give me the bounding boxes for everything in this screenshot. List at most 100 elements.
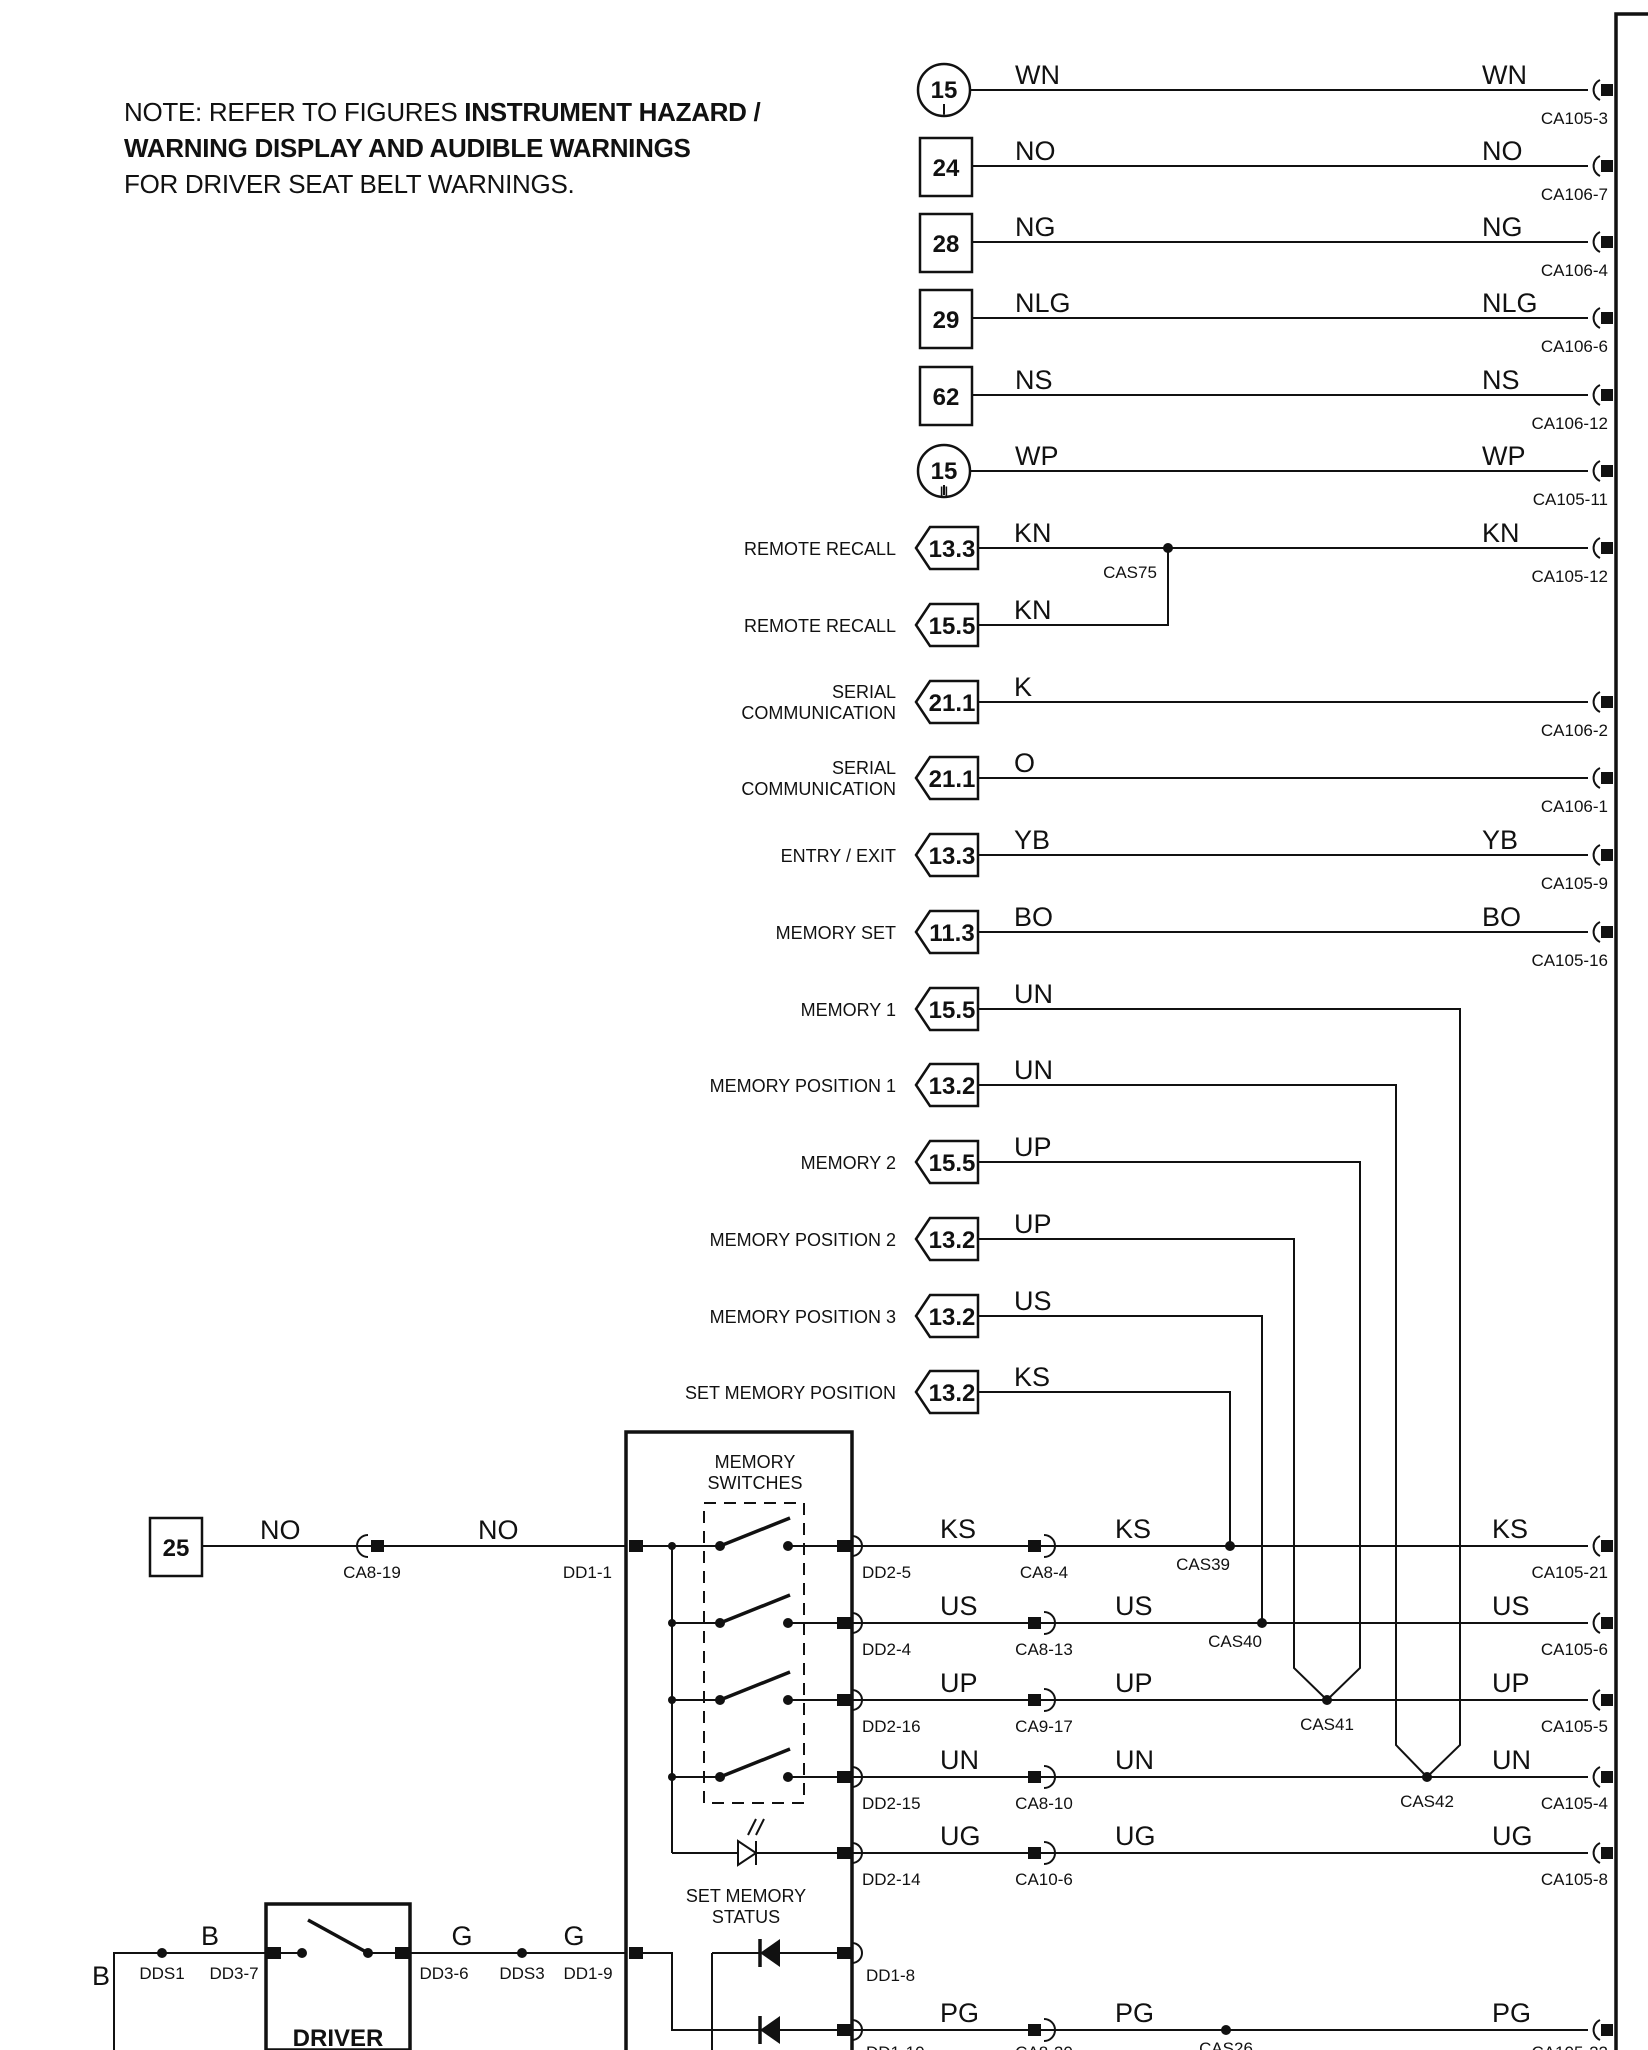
output-0-pin-label: DD2-5 [862,1563,911,1582]
signal-8-wire: UP [1014,1132,1052,1162]
output-2-w3: UP [1492,1668,1530,1698]
signal-5-conn: CA105-16 [1531,951,1608,970]
top-wire-3-conn: CA106-6 [1541,337,1608,356]
diode-0-module-arc [851,1942,863,1964]
driver-switch-feed [113,1952,270,2050]
output-3-pin-label: DD2-15 [862,1794,921,1813]
right-harness-bus [1614,12,1648,2050]
signal-5-wire: BO [1014,902,1053,932]
signal-6-ref: 15.5 [929,997,976,1024]
output-4-w1: UG [940,1821,981,1851]
signal-7-ref: 13.2 [929,1073,976,1100]
output-1-splice-label: CAS40 [1208,1632,1262,1651]
top-wire-3-socket-arc [1592,307,1601,329]
splice-cas75-label: CAS75 [1103,563,1157,582]
supply-conn-ca8-19-arc [356,1534,369,1558]
output-0-conn: CA105-21 [1531,1563,1608,1582]
memory-switch-1-pin [837,1617,851,1629]
route-memory-1 [978,1008,1461,1778]
output-2-pin-label: DD2-16 [862,1717,921,1736]
signal-1-ref: 15.5 [929,613,976,640]
output-1-module-arc [851,1612,863,1634]
signal-0-label: REMOTE RECALL [744,539,896,559]
route-memory-position-3 [978,1315,1263,1623]
output-1-mid-label: CA8-13 [1015,1640,1073,1659]
output-0-w2: KS [1115,1514,1151,1544]
top-wire-4-left-label: NS [1015,365,1053,395]
supply-conn2: DD1-1 [563,1563,612,1582]
note-line1-prefix: NOTE: REFER TO FIGURES [124,97,465,127]
signal-0-right-label: KN [1482,518,1520,548]
pg-mid-conn-arc [1043,2018,1056,2042]
pg-mid-label: CA8-20 [1015,2043,1073,2050]
signal-4-conn: CA105-9 [1541,874,1608,893]
output-2-w1: UP [940,1668,978,1698]
driver-dd36: DD3-6 [419,1964,468,1983]
top-wire-5-right-label: WP [1482,441,1526,471]
output-1-w3: US [1492,1591,1530,1621]
pg-w3: PG [1492,1998,1531,2028]
output-2-socket-arc [1592,1689,1601,1711]
output-3-conn: CA105-4 [1541,1794,1608,1813]
signal-2-conn: CA106-2 [1541,721,1608,740]
output-4-w3: UG [1492,1821,1533,1851]
top-wire-5-left-label: WP [1015,441,1059,471]
driver-dd19: DD1-9 [563,1964,612,1983]
top-wire-3-ref: 29 [933,307,960,334]
signal-9-wire: UP [1014,1209,1052,1239]
memory-switch-2-pin [837,1694,851,1706]
top-wire-2-socket-arc [1592,231,1601,253]
top-wire-0-right-label: WN [1482,60,1527,90]
output-4-pin-label: DD2-14 [862,1870,921,1889]
signal-8-ref: 15.5 [929,1150,976,1177]
memory-switch-3-blade [719,1747,791,1779]
supply-conn-ca8-19-pin [371,1540,384,1552]
driver-title: DRIVER [293,2025,384,2050]
route-memory-position-2 [978,1238,1328,1701]
top-wire-5-conn: CA105-11 [1533,490,1608,509]
signal-9-label: MEMORY POSITION 2 [710,1230,896,1250]
output-0-splice-dot [1225,1541,1235,1551]
output-3-splice-label: CAS42 [1400,1792,1454,1811]
output-2-mid-label: CA9-17 [1015,1717,1073,1736]
signal-4-wire: YB [1014,825,1050,855]
pin-dd1-10-label: DD1-10 [866,2043,925,2050]
signal-5-socket-pin [1601,926,1613,938]
output-1-w2: US [1115,1591,1153,1621]
output-4-mid-conn-arc [1043,1841,1056,1865]
output-2-splice-dot [1322,1695,1332,1705]
top-wire-1-right-label: NO [1482,136,1523,166]
output-4-socket-pin [1601,1847,1613,1859]
supply-wire2: NO [478,1515,519,1545]
diagram-note: NOTE: REFER TO FIGURES INSTRUMENT HAZARD… [124,94,761,202]
output-4-w2: UG [1115,1821,1156,1851]
memory-switch-1-blade [719,1593,791,1625]
diode-0-symbol [760,1939,780,1967]
switch-group-dashed-box [703,1502,805,1804]
top-wire-0-socket-arc [1592,79,1601,101]
top-wire-2-left-label: NG [1015,212,1056,242]
driver-g2: G [563,1921,584,1951]
top-wire-0-ref-sub: I [942,102,947,121]
signal-3-socket-pin [1601,772,1613,784]
signal-0-conn: CA105-12 [1531,567,1608,586]
top-wire-1-left-label: NO [1015,136,1056,166]
top-wire-0-ref: 15 [931,77,958,104]
output-0-mid-conn-pin [1028,1540,1041,1552]
output-3-module-arc [851,1766,863,1788]
driver-switch-blade [307,1918,369,1955]
note-line3: FOR DRIVER SEAT BELT WARNINGS. [124,169,575,199]
pg-w1: PG [940,1998,979,2028]
memory-switch-2-blade [719,1670,791,1702]
memory-switch-3-pin [837,1771,851,1783]
output-0-mid-conn-arc [1043,1534,1056,1558]
top-wire-4-conn: CA106-12 [1531,414,1608,433]
signal-0-socket-arc [1592,537,1601,559]
output-1-mid-conn-pin [1028,1617,1041,1629]
route-memory-2 [978,1161,1361,1701]
output-3-w2: UN [1115,1745,1154,1775]
top-wire-4-socket-arc [1592,384,1601,406]
diode-1-symbol [760,2016,780,2044]
